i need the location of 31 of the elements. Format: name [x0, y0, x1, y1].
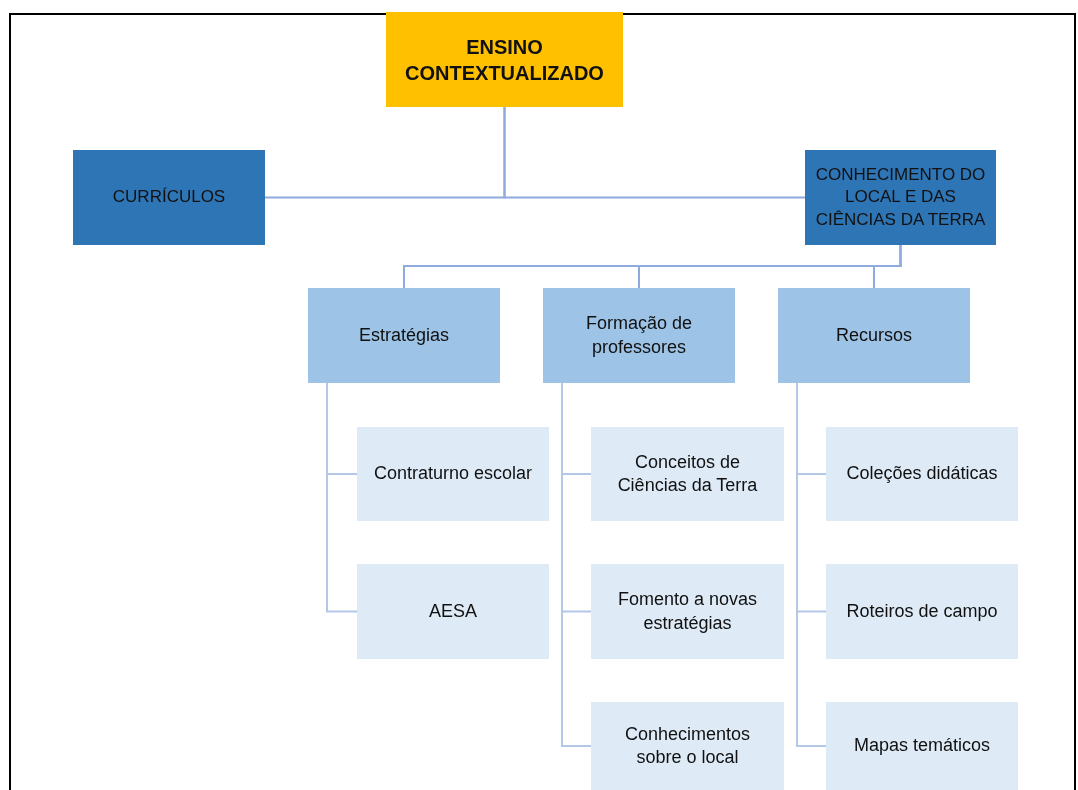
connector-line [873, 244, 902, 289]
concept-box [826, 427, 1018, 521]
connector-line [326, 382, 358, 613]
node-label: Roteiros de campo [846, 599, 998, 623]
concept-box [543, 288, 735, 383]
node-label: Fomento a novas estratégias [616, 588, 759, 635]
concept-box [591, 564, 784, 659]
concept-box [73, 150, 265, 245]
concept-box [778, 288, 970, 383]
node-label: Mapas temáticos [853, 734, 991, 758]
node-label: Conceitos de Ciências da Terra [616, 450, 759, 497]
node-label: Recursos [836, 323, 912, 347]
concept-box [308, 288, 500, 383]
node-label: Formação de professores [584, 312, 694, 359]
node-label: AESA [429, 599, 477, 623]
concept-box [357, 564, 549, 659]
concept-box [591, 427, 784, 521]
node-label: CONHECIMENTO DO LOCAL E DAS CIÊNCIAS DA TERRA [814, 164, 987, 231]
concept-box [591, 702, 784, 790]
node-label: CURRÍCULOS [112, 186, 226, 209]
node-label: Conhecimentos sobre o local [623, 722, 752, 769]
concept-box [357, 427, 549, 521]
node-label: Contraturno escolar [373, 462, 533, 486]
title-box [386, 12, 623, 107]
node-label: ENSINO CONTEXTUALIZADO [404, 34, 605, 86]
concept-box [805, 150, 996, 245]
connector-line [503, 106, 806, 199]
node-label: Coleções didáticas [846, 462, 998, 486]
concept-box [826, 702, 1018, 790]
node-label: Estratégias [358, 323, 449, 347]
concept-box [826, 564, 1018, 659]
